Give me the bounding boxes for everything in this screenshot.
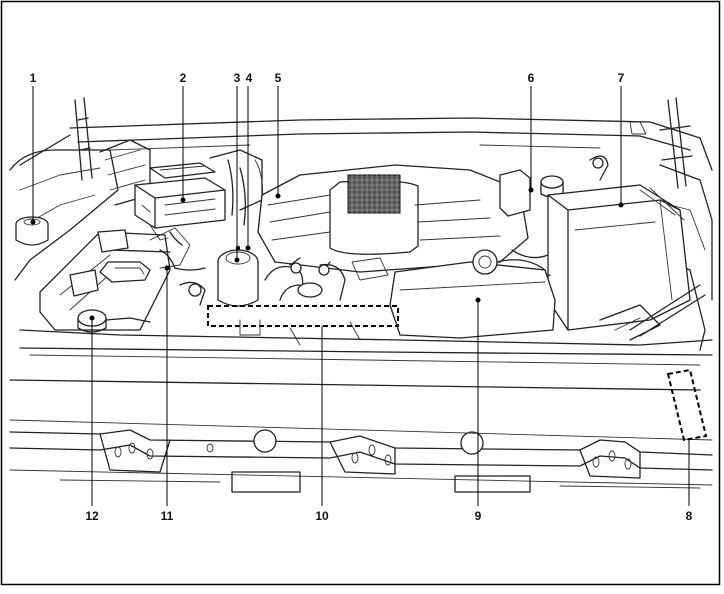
callout-11: 11: [161, 509, 174, 523]
callout-6: 6: [528, 71, 535, 85]
callout-9: 9: [475, 509, 482, 523]
callout-8: 8: [686, 509, 693, 523]
callout-7: 7: [618, 71, 625, 85]
callout-3: 3: [234, 71, 241, 85]
callout-5: 5: [275, 71, 282, 85]
callout-4: 4: [246, 71, 253, 85]
callout-12: 12: [85, 509, 99, 523]
callout-1: 1: [30, 71, 37, 85]
callout-10: 10: [315, 509, 329, 523]
callout-2: 2: [180, 71, 187, 85]
